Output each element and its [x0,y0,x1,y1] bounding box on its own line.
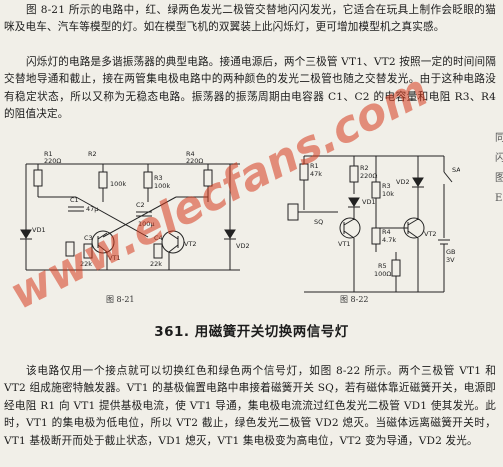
fig21-label-C3-value: 22k [80,260,92,268]
edge-fragment: 同 [495,133,503,144]
figure-8-22-circuit: R1 47k R2 220Ω R3 10k R4 4.7k R5 100Ω VD… [287,155,460,293]
fig22-label-R2: R2 [360,164,369,172]
figure-8-21-circuit: R1 220Ω R2 100k R3 100k R4 220Ω C1 47μ C… [20,150,250,271]
figure-8-21-caption: 图 8-21 [106,295,135,304]
fig21-label-VT2: VT2 [184,240,197,248]
edge-fragment: E [495,193,503,204]
paragraph-reed-switch: 该电路仅用一个接点就可以切换红色和绿色两个信号灯，如图 8-22 所示。两个三极… [4,365,496,447]
paragraph-flasher-principle: 闪烁灯的电路是多谐振荡器的典型电路。接通电源后，两个三极管 VT1、VT2 按照… [4,56,496,121]
fig21-label-C4: C4 [154,234,163,242]
fig21-label-R4: R4 [186,150,195,158]
fig21-label-VD2: VD2 [236,242,250,250]
fig21-label-R2: R2 [88,150,97,158]
fig21-label-VD1: VD1 [32,226,46,234]
fig22-label-R1: R1 [310,162,319,170]
fig22-label-VT2: VT2 [424,230,437,238]
fig22-label-GB: GB [446,248,456,256]
fig21-label-R3: R3 [154,174,163,182]
fig22-label-R3-value: 10k [382,190,394,198]
fig22-label-SA: SA [452,166,460,174]
fig22-label-VD2: VD2 [396,178,410,186]
fig22-label-SQ: SQ [314,218,323,226]
figure-8-22-caption: 图 8-22 [340,295,369,304]
fig21-label-VT1: VT1 [108,254,121,262]
fig21-label-R1: R1 [44,150,53,158]
fig21-label-C4-value: 22k [150,260,162,268]
fig22-label-R5-value: 100Ω [374,270,391,278]
fig22-label-VD1: VD1 [362,198,376,206]
fig21-label-C2-value: 100μ [138,220,155,228]
fig22-label-VT1: VT1 [338,240,351,248]
fig21-label-R2-value: 100k [110,180,126,188]
fig22-label-R1-value: 47k [310,170,322,178]
fig21-label-C1-value: 47μ [86,205,98,213]
section-heading: 361. 用磁簧开关切换两信号灯 [154,324,349,340]
fig21-label-C3: C3 [84,234,93,242]
fig21-label-C2: C2 [136,201,145,209]
fig21-label-R1-value: 220Ω [44,157,61,165]
fig22-label-GB-value: 3V [446,256,455,264]
fig21-label-R4-value: 220Ω [186,157,203,165]
fig21-label-C1: C1 [70,196,79,204]
fig22-label-R2-value: 220Ω [360,172,377,180]
paragraph-intro: 图 8-21 所示的电路中，红、绿两色发光二极管交替地闪闪发光，它适合在玩具上制… [4,4,496,34]
edge-fragment: 闪 [495,153,503,164]
fig22-label-R4: R4 [382,228,391,236]
fig21-label-R3-value: 100k [154,182,170,190]
fig22-label-R4-value: 4.7k [382,236,396,244]
fig22-label-R5: R5 [378,262,387,270]
fig22-label-R3: R3 [382,182,391,190]
edge-fragment: 图 [495,173,503,184]
